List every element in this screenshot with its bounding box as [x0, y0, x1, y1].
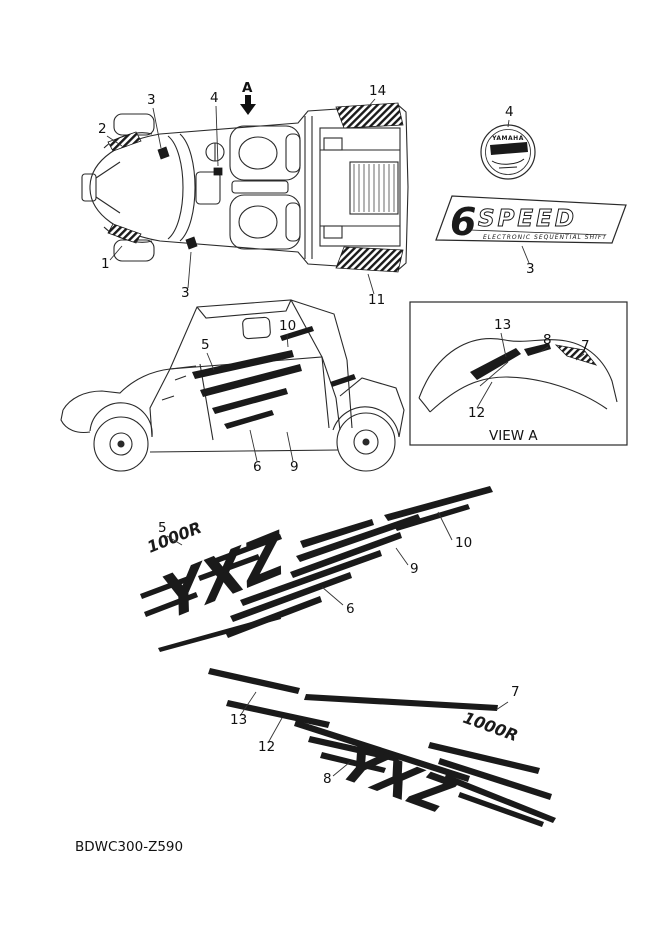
- callout-label: 8: [543, 332, 552, 348]
- callout-label: 8: [323, 771, 332, 787]
- rear-lower-decal: [335, 246, 404, 273]
- front-upper-decal: [107, 131, 142, 152]
- callout-label: 13: [494, 317, 511, 333]
- speed-emblem-word: SPEED: [478, 206, 577, 232]
- view-a-inset: VIEW A: [409, 301, 628, 446]
- inset-decal-main: [470, 348, 521, 380]
- callout-label: 4: [210, 90, 219, 106]
- callout-label: 2: [98, 121, 107, 137]
- marker-a-label: A: [242, 80, 253, 96]
- inset-decal-tip: [554, 344, 598, 366]
- callout-label: 10: [279, 318, 296, 334]
- top-view-decals: [107, 102, 404, 273]
- door-decal-right: 1000R YXZ: [140, 486, 493, 652]
- callout-label: 6: [346, 601, 355, 617]
- down-arrow-icon: [240, 95, 256, 115]
- callout-label: 11: [368, 292, 385, 308]
- speed-emblem-subtitle: ELECTRONIC SEQUENTIAL SHIFT: [483, 234, 607, 241]
- callout-label: 3: [526, 261, 535, 277]
- callout-label: 6: [253, 459, 262, 475]
- callout-label: 4: [505, 104, 514, 120]
- front-lower-decal: [107, 223, 142, 244]
- side-view-decals: [192, 326, 356, 429]
- round-emblem-brand: YAMAHA: [491, 135, 524, 142]
- decal-model-text: 1000R: [461, 708, 521, 745]
- callout-label: 12: [468, 405, 485, 421]
- round-emblem: YAMAHA: [480, 124, 536, 180]
- hood-emblem-mark: [213, 167, 223, 176]
- callout-label: 13: [230, 712, 247, 728]
- pillar-decal-upper: [157, 146, 170, 160]
- callout-label: 1: [101, 256, 110, 272]
- pillar-decal-lower: [185, 236, 198, 250]
- callout-label: 5: [201, 337, 210, 353]
- callout-label: 3: [147, 92, 156, 108]
- rear-upper-decal: [335, 102, 404, 129]
- callout-label: 9: [410, 561, 419, 577]
- callout-label: 12: [258, 739, 275, 755]
- callout-label: 3: [181, 285, 190, 301]
- side-view-vehicle: [60, 299, 405, 472]
- door-decal-left: YXZ 1000R: [208, 668, 556, 827]
- view-a-caption: VIEW A: [489, 428, 538, 444]
- leader-lines: [106, 98, 585, 777]
- callout-label: 7: [581, 338, 590, 354]
- diagram-code: BDWC300-Z590: [75, 839, 183, 855]
- top-view-vehicle: [81, 104, 409, 271]
- inset-decal-mid: [524, 343, 551, 356]
- callout-label: 10: [455, 535, 472, 551]
- callout-label: 9: [290, 459, 299, 475]
- section-marker-a: A: [240, 80, 256, 115]
- callout-label: 14: [369, 83, 386, 99]
- callout-labels: 2 3 4 14 1 3 11 4 3 5 10 6 9 13 8 7 12 5…: [98, 83, 590, 787]
- speed-emblem-digit: 6: [450, 200, 476, 244]
- callout-label: 5: [158, 520, 167, 536]
- speed-emblem: 6 SPEED ELECTRONIC SEQUENTIAL SHIFT: [435, 195, 627, 244]
- callout-label: 7: [511, 684, 520, 700]
